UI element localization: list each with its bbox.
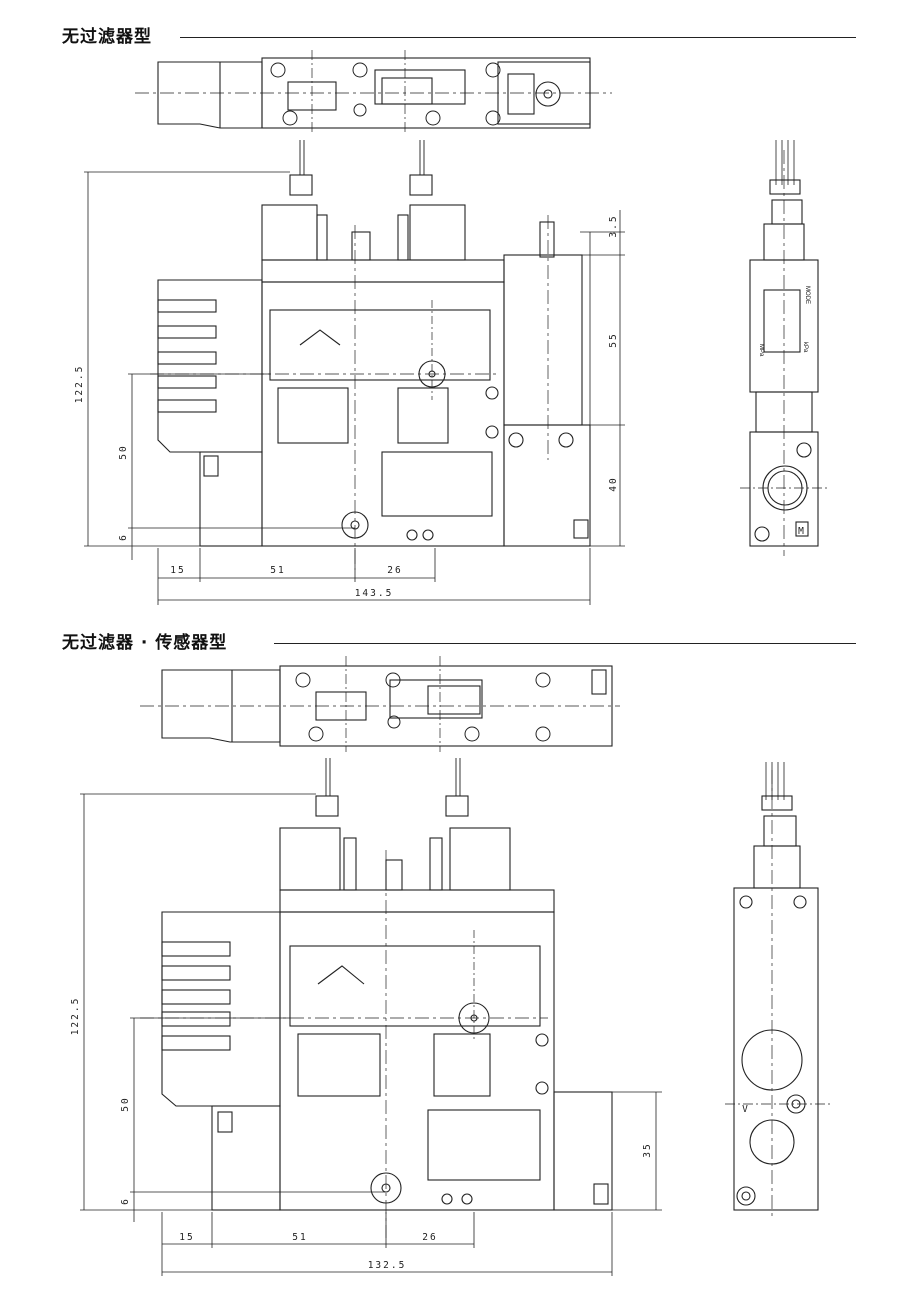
front-view-1: 122.5 50 6 3.5 55 40 15 51 26 143.5 (74, 140, 625, 605)
section-title-no-filter-sensor: 无过滤器 · 传感器型 (62, 633, 228, 653)
dim-w15: 15 (179, 1232, 194, 1243)
side-label-mode: MODE (804, 286, 810, 304)
dim-w51: 51 (270, 565, 285, 576)
title-rule (180, 37, 856, 38)
side-mark-m: M (798, 526, 806, 537)
dim-w15: 15 (170, 565, 185, 576)
dim-total: 132.5 (368, 1260, 407, 1271)
dim-right-35: 35 (642, 1142, 653, 1157)
dim-height-6: 6 (120, 1197, 131, 1205)
dim-height-6: 6 (118, 533, 129, 541)
dim-total: 143.5 (355, 588, 394, 599)
dim-right-55: 55 (608, 332, 619, 347)
side-view-2: V (725, 762, 830, 1220)
side-view-1: MODE MPa kPa M (740, 140, 830, 556)
dim-height-total: 122.5 (70, 997, 81, 1036)
dim-w26: 26 (422, 1232, 437, 1243)
title-rule (274, 643, 856, 644)
side-label-mpa: MPa (758, 344, 764, 357)
front-view-2: 122.5 50 6 35 15 51 26 132.5 (70, 758, 662, 1276)
dim-height-total: 122.5 (74, 365, 85, 404)
section-title-no-filter: 无过滤器型 (62, 27, 152, 47)
dim-right-3-5: 3.5 (608, 214, 619, 237)
dim-w26: 26 (387, 565, 402, 576)
dim-height-50: 50 (118, 444, 129, 459)
side-label-kpa: kPa (802, 342, 808, 353)
side-mark-v: V (742, 1104, 750, 1115)
dim-w51: 51 (292, 1232, 307, 1243)
dim-height-50: 50 (120, 1096, 131, 1111)
dim-right-40: 40 (608, 476, 619, 491)
top-view-1 (135, 50, 612, 135)
top-view-2 (140, 656, 620, 752)
